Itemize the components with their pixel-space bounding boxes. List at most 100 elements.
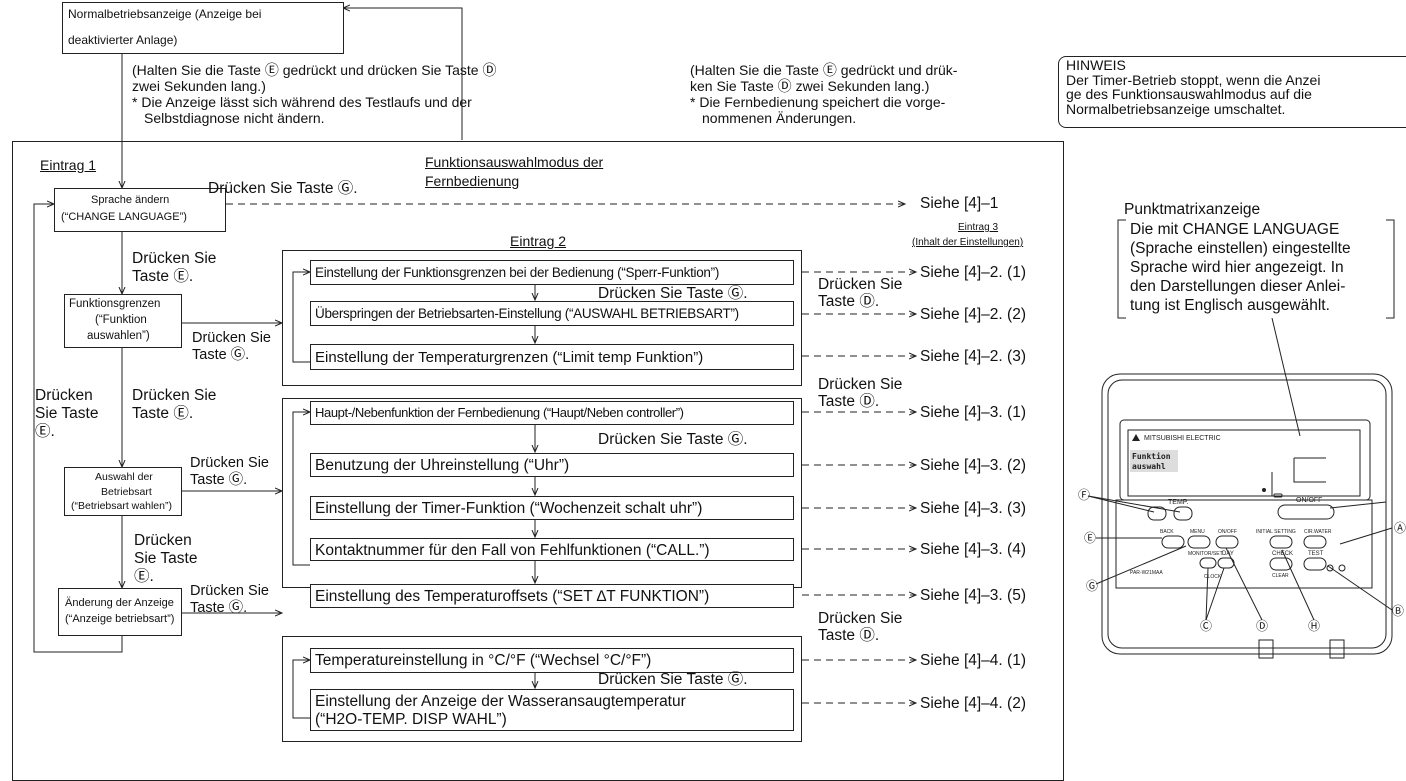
press-g-4b: Taste Ⓖ.	[190, 600, 248, 616]
ref-4-3-4: Siehe [4]–3. (4)	[920, 541, 1026, 558]
group3-row1[interactable]: Haupt-/Nebenfunktion der Fernbedienung (…	[310, 401, 794, 425]
ref-4-3-2: Siehe [4]–3. (2)	[920, 457, 1026, 474]
svg-text:ON/OFF: ON/OFF	[1296, 497, 1322, 504]
press-e-left-1: Drücken	[35, 387, 93, 404]
press-e-1a: Drücken Sie	[132, 250, 217, 267]
ref-4-3-1: Siehe [4]–3. (1)	[920, 404, 1026, 421]
svg-text:CIR.WATER: CIR.WATER	[1304, 529, 1332, 535]
entry3-label: Eintrag 3	[958, 222, 999, 233]
press-g-2b: Taste Ⓖ.	[192, 347, 250, 363]
svg-text:MENU: MENU	[1190, 529, 1205, 535]
press-g-4a: Drücken Sie	[190, 583, 269, 599]
svg-text:Ⓕ: Ⓕ	[1078, 488, 1090, 502]
press-e-left-3: Ⓔ.	[35, 423, 55, 440]
svg-text:CLEAR: CLEAR	[1272, 573, 1289, 579]
group2-row3[interactable]: Einstellung der Temperaturgrenzen (“Limi…	[310, 344, 794, 370]
ref-4-2-3: Siehe [4]–2. (3)	[920, 348, 1026, 365]
svg-text:BACK: BACK	[1160, 529, 1174, 535]
group4-row1[interactable]: Temperatureinstellung in °C/°F (“Wechsel…	[310, 648, 794, 673]
svg-text:TEST: TEST	[1308, 551, 1324, 557]
svg-text:Ⓓ: Ⓓ	[1256, 619, 1268, 633]
desc-brackets	[1117, 219, 1395, 319]
item-change-language[interactable]: Sprache ändern (“CHANGE LANGUAGE”)	[54, 188, 226, 232]
group3-row5[interactable]: Einstellung des Temperaturoffsets (“SET …	[310, 584, 794, 608]
note-mid: (Halten Sie die Taste Ⓔ gedrückt und drü…	[690, 62, 958, 126]
group2-row1[interactable]: Einstellung der Funktionsgrenzen bei der…	[310, 260, 794, 285]
press-g-3b: Taste Ⓖ.	[190, 472, 248, 488]
group2-press-d-a: Drücken Sie	[818, 276, 903, 293]
group2-press-g: Drücken Sie Taste Ⓖ.	[598, 285, 748, 302]
normal-display-line2: deaktivierter Anlage)	[68, 33, 178, 47]
group2-press-d-b: Taste Ⓓ.	[818, 293, 880, 310]
ref-4-3-3: Siehe [4]–3. (3)	[920, 500, 1026, 517]
svg-text:CLOCK: CLOCK	[1204, 574, 1222, 580]
svg-text:TEMP.: TEMP.	[1168, 499, 1189, 506]
press-e-3a: Drücken	[134, 532, 192, 549]
dot-matrix-desc: Die mit CHANGE LANGUAGE (Sprache einstel…	[1130, 221, 1351, 314]
group2-row2[interactable]: Überspringen der Betriebsarten-Einstellu…	[310, 301, 794, 326]
group3-press-d-a: Drücken Sie	[818, 376, 903, 393]
ref-4-2-2: Siehe [4]–2. (2)	[920, 306, 1026, 323]
svg-text:Ⓔ: Ⓔ	[1084, 531, 1096, 545]
svg-text:Ⓗ: Ⓗ	[1308, 619, 1320, 633]
entry1-label: Eintrag 1	[40, 157, 97, 173]
lcd-text-highlight	[1130, 450, 1178, 472]
clear-button	[1269, 557, 1293, 571]
press-e-left-2: Sie Taste	[35, 405, 99, 422]
group4-press-g: Drücken Sie Taste Ⓖ.	[598, 671, 748, 688]
entry3-sub: (Inhalt der Einstellungen)	[912, 237, 1024, 248]
mon-down-button	[1199, 557, 1217, 569]
svg-text:ON/OFF: ON/OFF	[1218, 529, 1237, 535]
menu-button	[1187, 535, 1211, 549]
item-mode-select[interactable]: Auswahl der Betriebsart (“Betriebsart wa…	[64, 467, 182, 516]
brand-text: MITSUBISHI ELECTRIC	[1144, 435, 1221, 442]
temp-down-button	[1147, 506, 1167, 521]
group4-frame	[282, 636, 802, 742]
normal-display-box	[62, 2, 344, 54]
hinweis-box	[1058, 56, 1406, 128]
svg-text:MONITOR/SET: MONITOR/SET	[1188, 551, 1223, 557]
svg-text:INITIAL SETTING: INITIAL SETTING	[1256, 529, 1296, 535]
lcd-text-2: auswahl	[1132, 462, 1166, 471]
press-g-2a: Drücken Sie	[192, 330, 271, 346]
ref-4-3-5: Siehe [4]–3. (5)	[920, 587, 1026, 604]
mode-title-2: Fernbedienung	[425, 173, 520, 189]
item-display-change[interactable]: Änderung der Anzeige (“Anzeige betriebsa…	[58, 588, 182, 636]
press-e-2b: Taste Ⓔ.	[132, 405, 194, 422]
lcd-text-1: Funktion	[1132, 451, 1171, 461]
temp-up-button	[1173, 506, 1193, 521]
group2-frame	[282, 250, 802, 386]
svg-text:Ⓒ: Ⓒ	[1200, 619, 1212, 633]
group4-press-d-a: Drücken Sie	[818, 610, 903, 627]
press-e-3c: Ⓔ.	[134, 568, 154, 585]
ref-4-4-1: Siehe [4]–4. (1)	[920, 652, 1026, 669]
press-g-item1: Drücken Sie Taste Ⓖ.	[208, 180, 358, 197]
group3-press-g: Drücken Sie Taste Ⓖ.	[598, 431, 748, 448]
press-g-3a: Drücken Sie	[190, 455, 269, 471]
group4-row2[interactable]: Einstellung der Anzeige der Wasseransaug…	[310, 689, 794, 731]
svg-text:Ⓐ: Ⓐ	[1394, 521, 1406, 535]
onoff-small-button	[1215, 535, 1239, 549]
dot-matrix-title: Punktmatrixanzeige	[1124, 201, 1261, 218]
svg-text:PAR-W21MAA: PAR-W21MAA	[1130, 570, 1163, 576]
group3-row3[interactable]: Einstellung der Timer-Funktion (“Wochenz…	[310, 496, 794, 520]
svg-text:Ⓖ: Ⓖ	[1086, 579, 1098, 593]
normal-display-line1: Normalbetriebsanzeige (Anzeige bei	[68, 7, 262, 21]
remote-controller: MITSUBISHI ELECTRIC Funktion auswahl	[1078, 318, 1406, 659]
group4-press-d-b: Taste Ⓓ.	[818, 627, 880, 644]
svg-text:DAY: DAY	[1222, 551, 1234, 557]
svg-text:Ⓑ: Ⓑ	[1392, 604, 1404, 618]
cir-water-button	[1303, 535, 1327, 549]
ref-4-1: Siehe [4]–1	[920, 195, 999, 212]
entry2-label: Eintrag 2	[510, 233, 567, 249]
note-left: (Halten Sie die Taste Ⓔ gedrückt und drü…	[132, 62, 497, 126]
item-function-limits[interactable]: Funktionsgrenzen (“Funktion auswahlen”)	[64, 294, 182, 348]
test-button	[1303, 557, 1327, 571]
hinweis-text: HINWEIS Der Timer-Betrieb stoppt, wenn d…	[1066, 57, 1321, 117]
back-button	[1161, 535, 1185, 549]
mode-title-1: Funktionsauswahlmodus der	[425, 154, 604, 170]
svg-text:CHECK: CHECK	[1272, 551, 1293, 557]
group3-row4[interactable]: Kontaktnummer für den Fall von Fehlfunkt…	[310, 538, 794, 561]
group3-row2[interactable]: Benutzung der Uhreinstellung (“Uhr”)	[310, 453, 794, 477]
